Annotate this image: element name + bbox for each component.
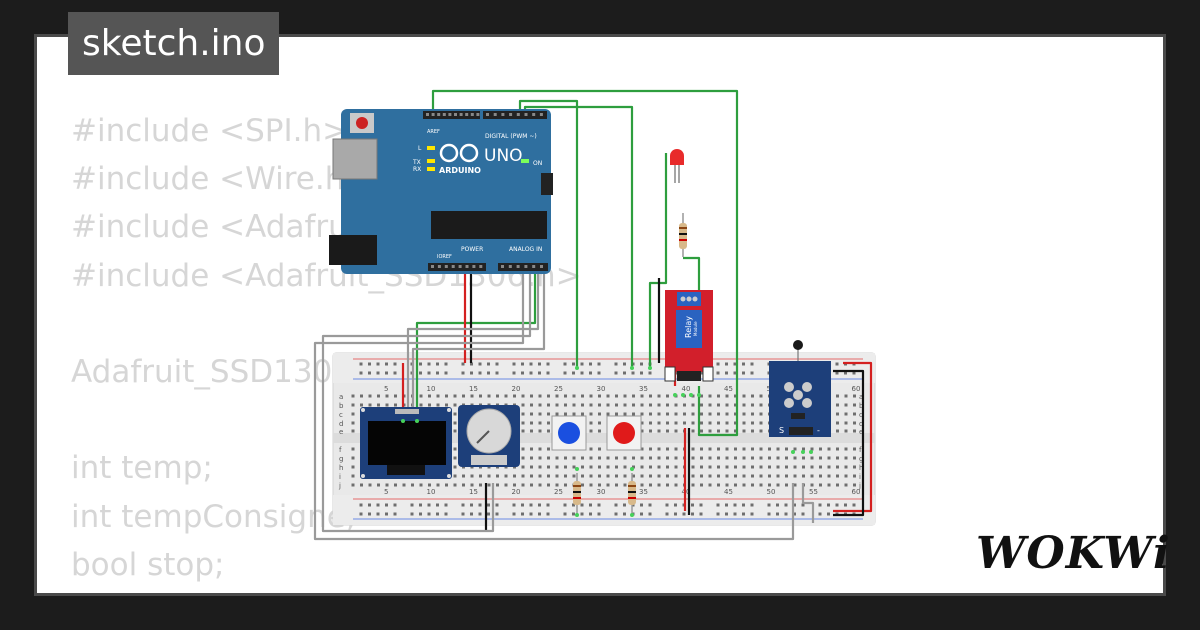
- breadboard-row-letter: a: [339, 393, 343, 401]
- thermistor: [793, 340, 803, 350]
- breadboard-row-letter: e: [859, 428, 863, 436]
- breadboard-column-number: 45: [724, 488, 733, 496]
- breadboard-column-number: 55: [809, 488, 818, 496]
- breadboard-row-letter: e: [339, 428, 343, 436]
- sensor-signal-label: S: [779, 426, 784, 435]
- breadboard-row-letter: c: [859, 411, 863, 419]
- blue-push-button[interactable]: [551, 415, 587, 451]
- breadboard-column-number: 15: [469, 385, 478, 393]
- breadboard-row-letter: i: [859, 473, 861, 481]
- breadboard-row-letter: h: [859, 464, 863, 472]
- breadboard-column-number: 30: [597, 385, 606, 393]
- wires[interactable]: [313, 89, 873, 541]
- arduino-uno-board[interactable]: UNO ARDUINO DIGITAL (PWM ~) POWER ANALOG…: [329, 109, 553, 274]
- breadboard-column-number: 10: [427, 385, 436, 393]
- breadboard-column-number: 45: [724, 385, 733, 393]
- breadboard-column-number: 50: [767, 488, 776, 496]
- rx-led-label: RX: [413, 166, 421, 173]
- power-jack: [329, 235, 377, 265]
- breadboard-column-number: 15: [469, 488, 478, 496]
- arduino-logo-icon: [439, 143, 479, 163]
- oled-display[interactable]: [360, 407, 452, 479]
- code-line: bool stop;: [71, 546, 225, 583]
- l-led-label: L: [418, 145, 422, 152]
- breadboard-row-letter: d: [859, 420, 863, 428]
- breadboard-row-letter: c: [339, 411, 343, 419]
- code-line: int tempConsigne;: [71, 498, 357, 535]
- breadboard-column-number: 25: [554, 488, 563, 496]
- breadboard-column-number: 5: [384, 385, 388, 393]
- breadboard-column-number: 35: [639, 488, 648, 496]
- code-line: #include <SPI.h>: [71, 113, 349, 149]
- breadboard-row-letter: j: [338, 482, 341, 490]
- breadboard-row-letter: a: [859, 393, 863, 401]
- breadboard-row-letter: h: [339, 464, 343, 472]
- breadboard-column-number: 5: [384, 488, 388, 496]
- breadboard-row-letter: j: [858, 482, 861, 490]
- breadboard-row-letter: b: [859, 402, 864, 410]
- button-resistor-1[interactable]: [573, 473, 581, 515]
- breadboard-column-number: 35: [639, 385, 648, 393]
- breadboard-column-number: 20: [512, 488, 521, 496]
- digital-label: DIGITAL (PWM ~): [485, 133, 537, 140]
- canvas-card: #include <SPI.h>#include <Wire.h>#includ…: [34, 34, 1166, 596]
- led-resistor[interactable]: [679, 213, 687, 257]
- atmega-chip: [431, 211, 547, 239]
- breadboard-column-number: 10: [427, 488, 436, 496]
- board-model: UNO: [484, 146, 523, 166]
- usb-port: [332, 138, 378, 180]
- breadboard-column-number: 20: [512, 385, 521, 393]
- breadboard-row-letter: g: [339, 455, 343, 463]
- on-led-label: ON: [533, 160, 542, 167]
- tx-led-label: TX: [412, 159, 421, 166]
- breadboard-column-number: 40: [682, 385, 691, 393]
- relay-sublabel: Module: [693, 321, 698, 336]
- breadboard-row-letter: f: [859, 446, 862, 454]
- breadboard-row-letter: b: [339, 402, 344, 410]
- red-led[interactable]: [670, 149, 684, 183]
- breadboard-column-number: 60: [852, 385, 861, 393]
- button-resistor-2[interactable]: [628, 473, 636, 515]
- power-label: POWER: [461, 246, 483, 253]
- temperature-sensor-module[interactable]: S -: [769, 340, 831, 437]
- breadboard-row-letter: d: [339, 420, 343, 428]
- analog-label: ANALOG IN: [509, 246, 542, 253]
- sensor-ground-label: -: [817, 426, 820, 435]
- circuit-diagram: 5510101515202025253030353540404545505055…: [313, 89, 876, 541]
- potentiometer[interactable]: [458, 405, 520, 467]
- breadboard-row-letter: i: [339, 473, 341, 481]
- board-brand: ARDUINO: [439, 166, 481, 175]
- reset-button: [356, 117, 368, 129]
- red-push-button[interactable]: [606, 415, 642, 451]
- breadboard-row-letter: g: [859, 455, 863, 463]
- relay-label: Relay: [684, 316, 693, 338]
- sketch-file-tab[interactable]: sketch.ino: [68, 12, 280, 75]
- relay-module[interactable]: Relay Module: [664, 290, 714, 382]
- breadboard-column-number: 60: [852, 488, 861, 496]
- wokwi-logo: WOKWi: [976, 528, 1171, 579]
- aref-label: AREF: [427, 129, 440, 135]
- breadboard-row-letter: f: [339, 446, 342, 454]
- ioref-label: IOREF: [437, 254, 452, 260]
- breadboard-column-number: 25: [554, 385, 563, 393]
- code-line: int temp;: [71, 450, 213, 487]
- breadboard-column-number: 30: [597, 488, 606, 496]
